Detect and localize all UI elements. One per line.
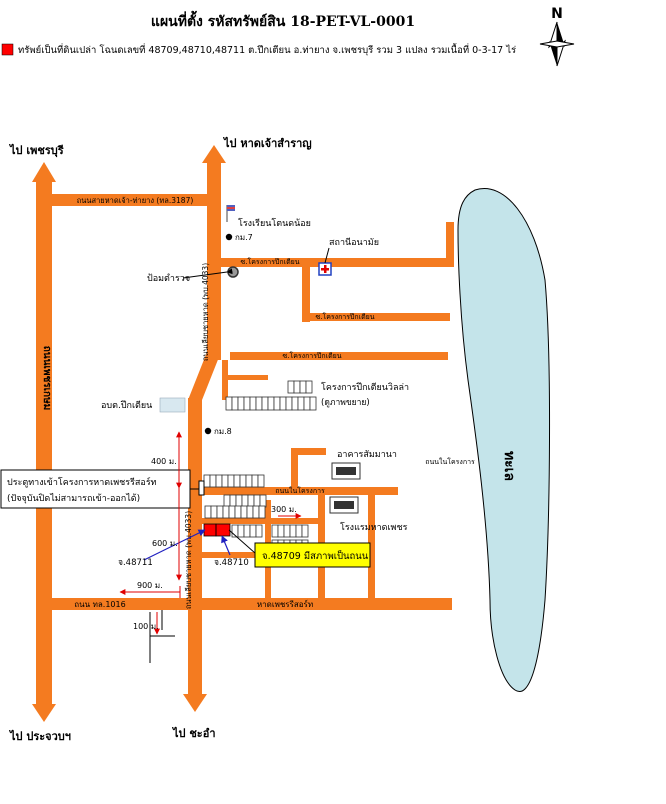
distance-600: 600 ม. (152, 539, 178, 548)
callout-text: จ.48709 มีสภาพเป็นถนน (262, 549, 369, 562)
km8-label: กม.8 (214, 427, 232, 436)
map-title: แผนที่ตั้ง รหัสทรัพย์สิน 18-PET-VL-0001 (151, 10, 415, 30)
distance-markers-black (149, 610, 175, 663)
distance-markers (119, 431, 302, 635)
police-box-pointer (182, 268, 233, 279)
road-label-highway: ถนนเพชรเกษม (41, 346, 52, 411)
km7-label: กม.7 (235, 233, 253, 242)
lot-48711-label: จ.48711 (118, 558, 153, 568)
km8-dot-icon (204, 427, 212, 435)
villa-project-sub: (ดูภาพขยาย) (321, 398, 370, 408)
distance-900: 900 ม. (137, 581, 163, 590)
compass-north-icon: N (539, 6, 575, 67)
distance-400: 400 ม. (151, 457, 177, 466)
soi-label-1: ซ.โครงการปึกเตียน (240, 257, 299, 266)
sea-label: ทะเล (501, 451, 517, 481)
lot-48711-pointer (143, 529, 206, 561)
direction-bottom-right: ไป ชะอำ (171, 726, 216, 740)
direction-top-right: ไป หาดเจ้าสำราญ (222, 136, 312, 150)
callout-box (254, 542, 371, 568)
building-label: อาคารสัมมานา (337, 450, 397, 460)
health-center-label: สถานีอนามัย (329, 237, 379, 248)
health-center-icon (318, 262, 332, 276)
compass-label: N (551, 6, 563, 22)
school-label: โรงเรียนโตนดน้อย (238, 218, 311, 229)
road-label-vertical-lower: ถนนเลียบชายหาด (พบ.4033) (184, 511, 193, 609)
road-label-bottom: ถนน ทล.1016 (74, 600, 125, 609)
health-center-pointer (324, 247, 330, 264)
distance-100: 100 ม. (133, 622, 159, 631)
road-label-top: ถนนสายหาดเจ้า-ท่ายาง (ทล.3187) (77, 196, 194, 205)
soi-label-3: ซ.โครงการปึกเตียน (282, 351, 341, 360)
property-lots (203, 523, 231, 537)
road-label-vertical-upper: ถนนเลียบชายหาด (พบ.4033) (201, 263, 210, 361)
km7-dot-icon (225, 233, 233, 241)
tambon-office-icon (159, 397, 186, 413)
villa-buildings (225, 380, 317, 411)
legend-swatch (1, 43, 14, 56)
resort-label: หาดเพชรรีสอร์ท (257, 599, 313, 609)
sea-area (457, 188, 551, 692)
direction-top-left: ไป เพชรบุรี (8, 143, 64, 158)
flag-icon (226, 205, 235, 222)
lot-48710-pointer (221, 535, 231, 556)
hotel-label: โรงแรมหาดเพชร (340, 522, 408, 533)
police-box-icon (227, 266, 239, 278)
building-icon-detail (336, 467, 356, 475)
villa-project-label: โครงการปึกเตียนวิลล่า (321, 382, 409, 393)
tambon-office-label: อบต.ปึกเตียน (101, 400, 152, 411)
callout-pointer (228, 529, 256, 554)
legend-text: ทรัพย์เป็นที่ดินเปล่า โฉนดเลขที่ 48709,4… (18, 43, 516, 56)
inner-road-label-2: ถนนในโครงการ (425, 457, 475, 466)
distance-300: 300 ม. (271, 505, 297, 514)
police-box-label: ป้อมตำรวจ (147, 273, 190, 284)
resort-buildings (203, 474, 309, 553)
road-network (32, 145, 454, 722)
inner-road-label: ถนนในโครงการ (275, 486, 325, 495)
direction-bottom-left: ไป ประจวบฯ (8, 729, 71, 743)
hotel-icon-detail (334, 501, 354, 509)
gate-note-line1: ประตูทางเข้าโครงการหาดเพชรรีสอร์ท (7, 476, 157, 488)
soi-label-2: ซ.โครงการปึกเตียน (315, 312, 374, 321)
gate-marker (198, 480, 205, 496)
gate-note-line2: (ปัจจุบันปิดไม่สามารถเข้า-ออกได้) (7, 493, 140, 504)
lot-48710-label: จ.48710 (214, 558, 249, 568)
